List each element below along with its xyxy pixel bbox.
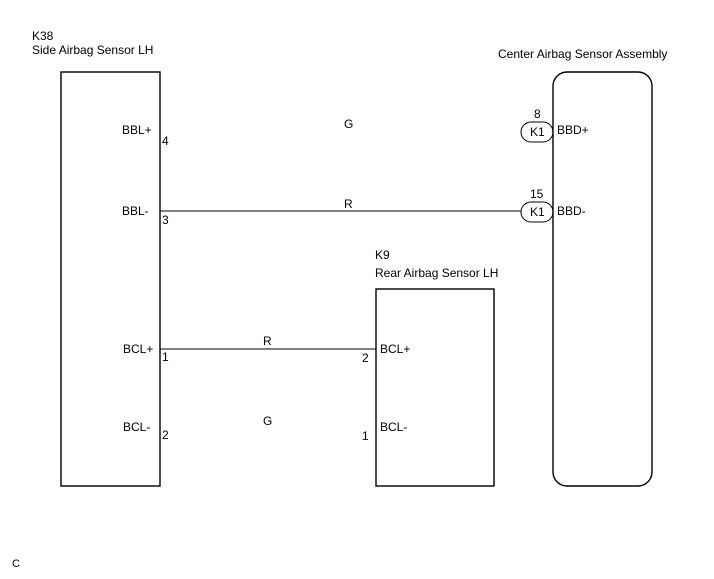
k9-pin-1: 1 [362, 429, 369, 443]
center-terminal-bbd-plus: BBD+ [557, 123, 589, 137]
k9-code: K9 [375, 248, 390, 262]
k38-pin-2: 2 [162, 428, 169, 442]
k9-box [375, 288, 495, 487]
center-pin-8: 8 [534, 107, 541, 121]
connector-k1-bbd-plus [520, 121, 554, 143]
k38-pin-3: 3 [162, 213, 169, 227]
k38-box [60, 71, 161, 487]
connector-k1-label-top: K1 [530, 125, 545, 139]
wire-color-r-bottom: R [263, 334, 272, 348]
k9-terminal-bcl-plus: BCL+ [380, 342, 410, 356]
k38-name: Side Airbag Sensor LH [32, 43, 153, 57]
connector-k1-bbd-minus [520, 201, 554, 223]
wire-color-r-top: R [344, 197, 353, 211]
k38-pin-1: 1 [162, 350, 169, 364]
k38-code: K38 [32, 29, 54, 43]
wire-color-g-bottom: G [263, 414, 272, 428]
k9-terminal-bcl-minus: BCL- [380, 420, 407, 434]
center-pin-15: 15 [530, 187, 544, 201]
footer-mark: C [12, 558, 20, 570]
connector-k1-label-bottom: K1 [530, 205, 545, 219]
k38-pin-4: 4 [162, 134, 169, 148]
k38-terminal-bbl-minus: BBL- [122, 204, 149, 218]
center-box [552, 71, 653, 487]
k38-terminal-bcl-minus: BCL- [123, 420, 150, 434]
center-name: Center Airbag Sensor Assembly [498, 47, 667, 61]
k38-terminal-bcl-plus: BCL+ [123, 342, 153, 356]
wire-color-g-top: G [344, 117, 353, 131]
k9-name: Rear Airbag Sensor LH [375, 266, 498, 280]
k9-pin-2: 2 [362, 351, 369, 365]
k38-terminal-bbl-plus: BBL+ [122, 123, 152, 137]
center-terminal-bbd-minus: BBD- [557, 204, 586, 218]
